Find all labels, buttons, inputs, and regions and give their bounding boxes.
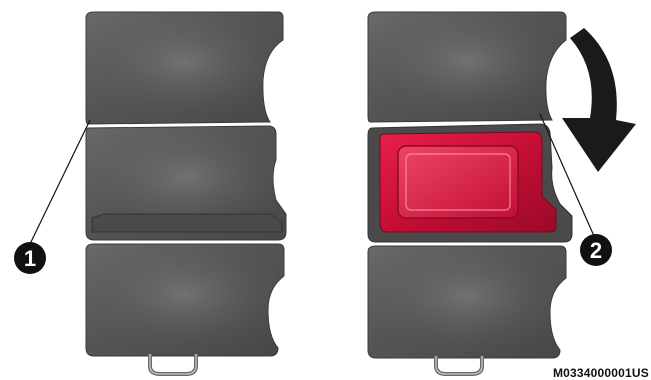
right-seat-assembly <box>368 12 572 374</box>
callout-2-label: 2 <box>590 238 602 263</box>
right-pull-loop <box>436 356 482 374</box>
left-pull-loop <box>150 354 196 374</box>
callout-1: 1 <box>14 242 46 274</box>
left-seat-assembly <box>86 12 286 374</box>
fold-down-arrow <box>562 28 636 172</box>
figure-code: M0334000001US <box>553 366 649 380</box>
left-panel-lip <box>92 214 282 232</box>
callout-1-label: 1 <box>24 246 36 271</box>
callout-2: 2 <box>580 234 612 266</box>
red-tray-recess <box>398 146 518 218</box>
callout-1-leader <box>30 120 90 244</box>
